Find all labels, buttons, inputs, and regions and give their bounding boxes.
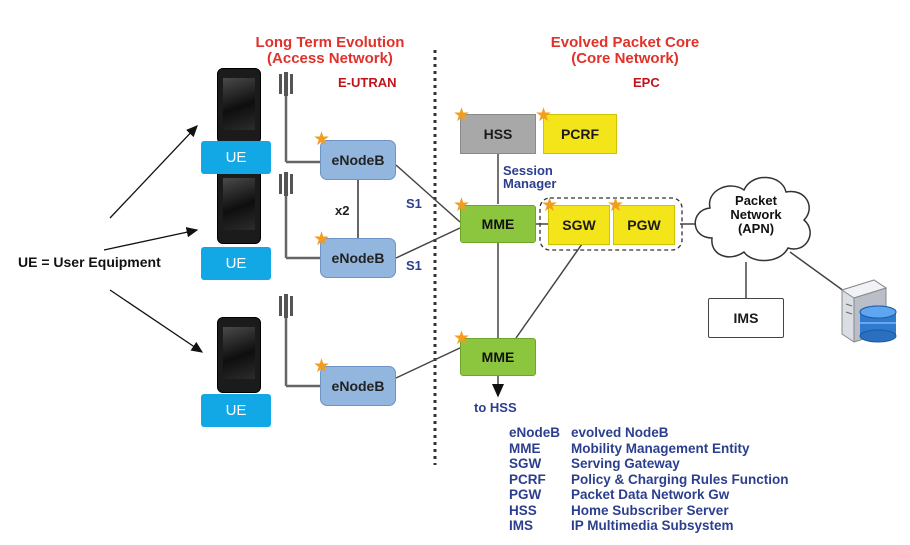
mme-node-1: MME (460, 205, 536, 243)
eutran-label: E-UTRAN (338, 75, 397, 90)
lte-title-line2: (Access Network) (267, 50, 393, 67)
s1-label-top: S1 (406, 196, 422, 211)
ue-arrow-1 (109, 125, 198, 219)
star-icon-enodeb-1: ★ (313, 129, 331, 150)
session-manager-line1: Session (503, 163, 553, 178)
packet-network-line3: (APN) (737, 221, 775, 236)
ue-arrow-2 (103, 227, 199, 251)
s1-link-bottom (395, 227, 461, 259)
pcrf-node: PCRF (543, 114, 617, 154)
ue-definition: UE = User Equipment (18, 254, 161, 270)
lte-header: Long Term Evolution (Access Network) (232, 35, 428, 67)
ims-node: IMS (708, 298, 784, 338)
lte-title-line1: Long Term Evolution (255, 34, 405, 51)
s1-link-lower (395, 346, 463, 379)
mme-node-2: MME (460, 338, 536, 376)
database-server-icon (840, 279, 897, 343)
to-hss-label: to HSS (474, 400, 517, 415)
enodeb-1: eNodeB (320, 140, 396, 180)
star-icon-hss: ★ (453, 105, 471, 126)
packet-network-label: Packet Network (APN) (716, 194, 796, 236)
mme2-sgw-link (515, 243, 583, 339)
phone-icon-1 (217, 68, 261, 144)
epc-title-line1: Evolved Packet Core (550, 34, 700, 51)
ue-arrow-3 (109, 289, 204, 353)
enodeb-3: eNodeB (320, 366, 396, 406)
star-icon-mme-2: ★ (453, 328, 471, 349)
enodeb-2: eNodeB (320, 238, 396, 278)
star-icon-pcrf: ★ (535, 105, 553, 126)
s1-link-top (395, 164, 461, 223)
gateway-group (539, 197, 683, 251)
mme-label-2: MME (481, 349, 515, 365)
s1-label-bottom: S1 (406, 258, 422, 273)
packet-network-line1: Packet (735, 193, 777, 208)
ue-badge-1: UE (201, 141, 271, 174)
session-manager-label: Session Manager (503, 164, 556, 190)
epc-header: Evolved Packet Core (Core Network) (525, 35, 725, 67)
sgw-node: SGW (548, 205, 610, 245)
star-icon-mme-1: ★ (453, 195, 471, 216)
star-icon-sgw: ★ (541, 195, 559, 216)
pgw-node: PGW (613, 205, 675, 245)
hss-node: HSS (460, 114, 536, 154)
epc-title-line2: (Core Network) (571, 50, 679, 67)
phone-icon-3 (217, 317, 261, 393)
cloud-server-link (789, 251, 849, 295)
session-manager-line2: Manager (503, 176, 557, 191)
star-icon-enodeb-2: ★ (313, 229, 331, 250)
star-icon-pgw: ★ (607, 195, 625, 216)
star-icon-enodeb-3: ★ (313, 356, 331, 377)
x2-label: x2 (335, 203, 350, 218)
ue-badge-2: UE (201, 247, 271, 280)
ue-badge-3: UE (201, 394, 271, 427)
packet-network-line2: Network (730, 207, 782, 222)
packet-network-cloud (694, 176, 811, 262)
epc-label: EPC (633, 75, 660, 90)
phone-icon-2 (217, 168, 261, 244)
mme-label-1: MME (481, 216, 515, 232)
